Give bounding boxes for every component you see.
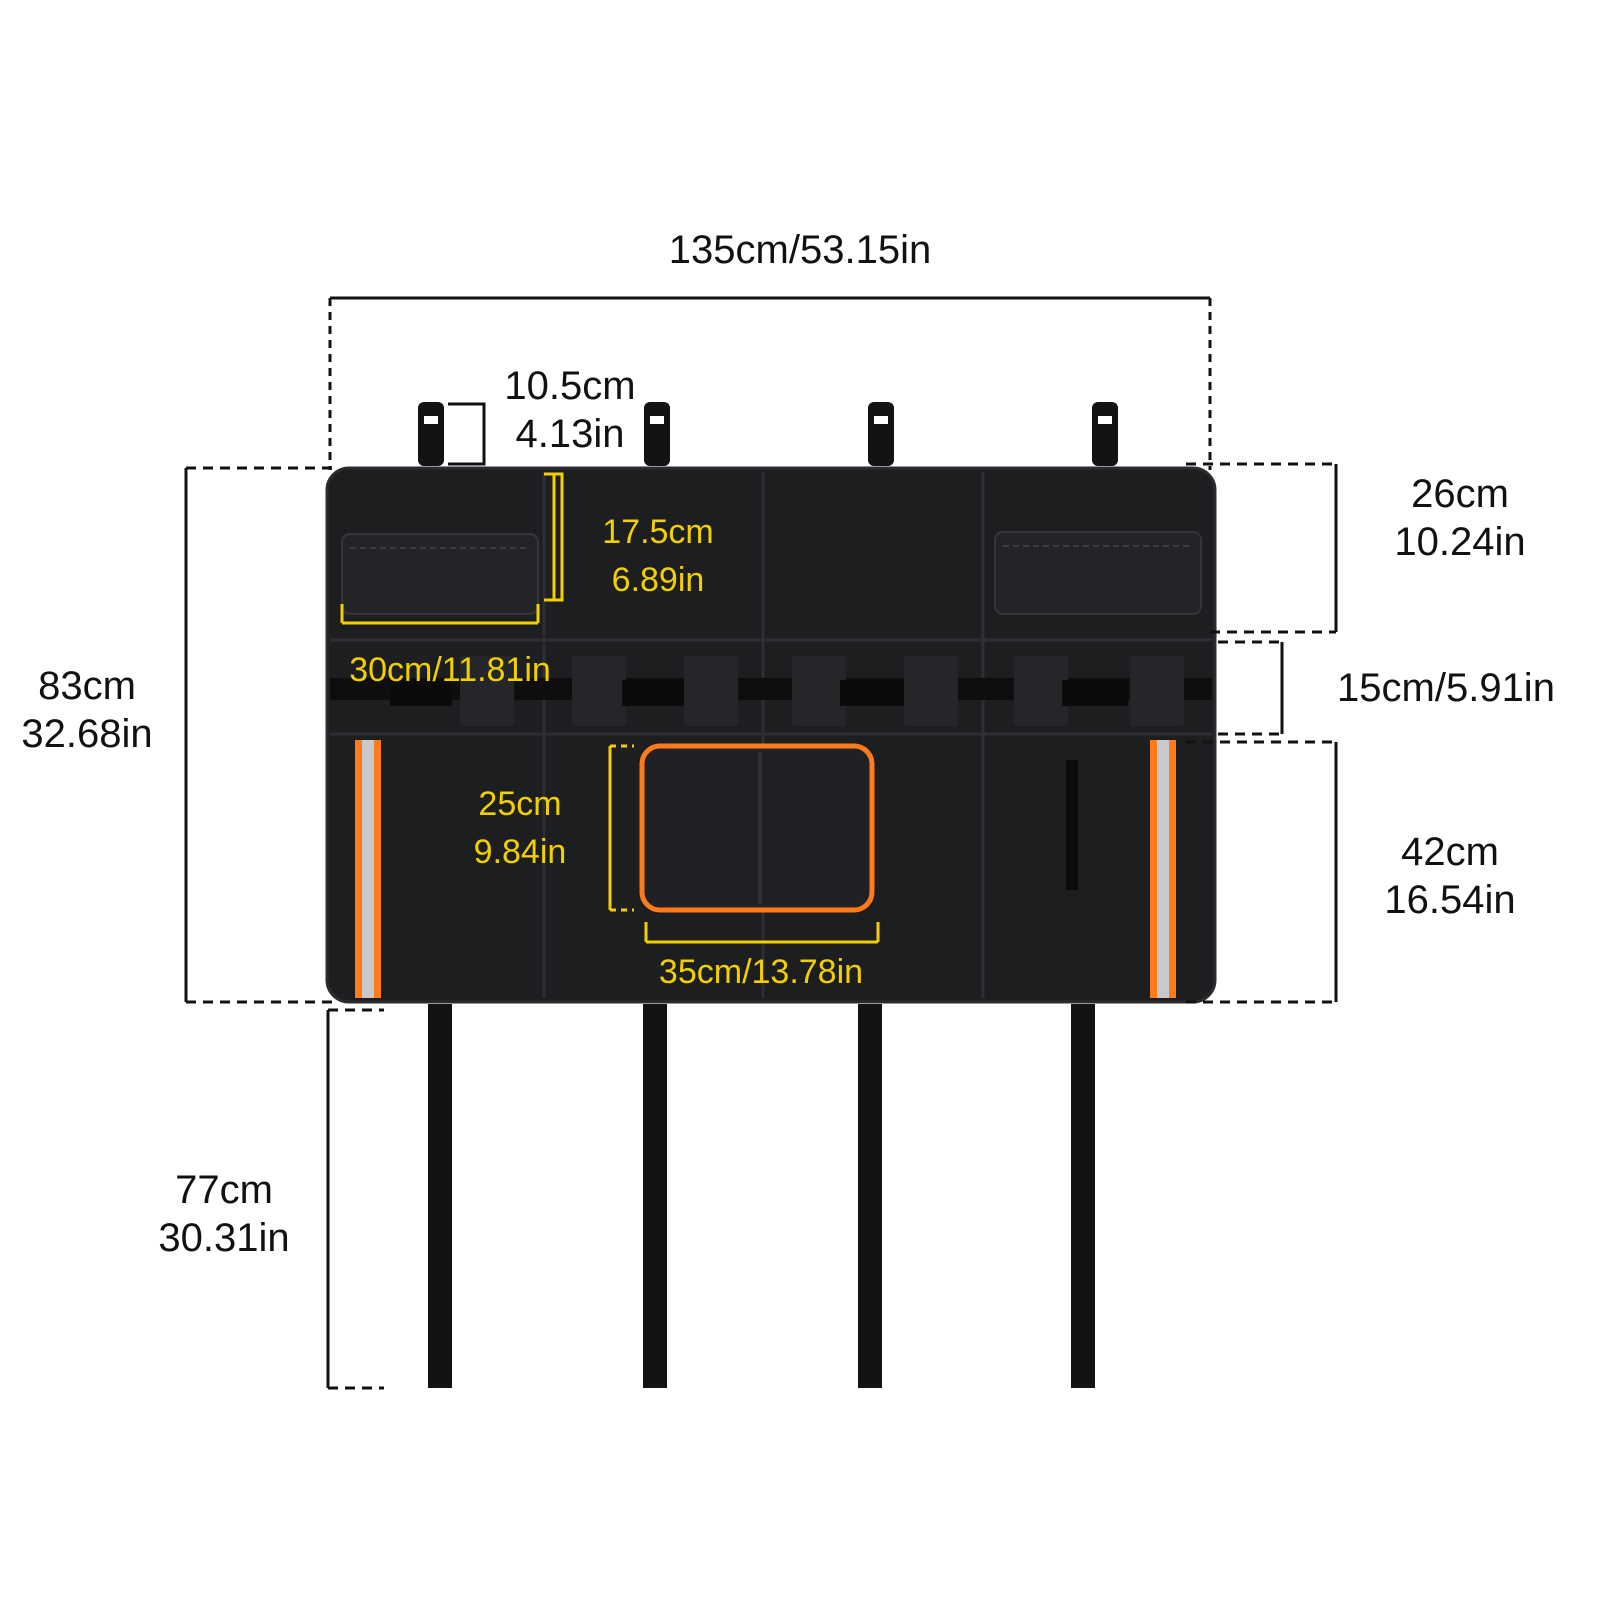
- total-width-label: 135cm/53.15in: [668, 228, 932, 272]
- foam-block: [904, 656, 958, 726]
- bottom-section-label: 42cm 16.54in: [1384, 830, 1516, 922]
- total-height-label: 83cm 32.68in: [21, 664, 153, 756]
- foam-block: [572, 656, 626, 726]
- buckle-strap-4: [1092, 402, 1118, 466]
- buckle-strap-3: [868, 402, 894, 466]
- center-pocket: [639, 743, 875, 913]
- top-pocket-height-label: 17.5cm 6.89in: [602, 513, 714, 599]
- top-section-label: 26cm 10.24in: [1394, 472, 1526, 564]
- center-pocket-height-label: 25cm 9.84in: [473, 785, 567, 871]
- loop-band-label: 15cm/5.91in: [1337, 666, 1555, 710]
- hanging-strap-2: [643, 1004, 667, 1388]
- foam-block: [684, 656, 738, 726]
- top-left-pocket: [341, 533, 539, 615]
- hanging-strap-1: [428, 1004, 452, 1388]
- top-pocket-width-label: 30cm/11.81in: [349, 651, 551, 689]
- top-buckle-straps: [418, 402, 1118, 466]
- dimension-lines-yellow: [340, 472, 880, 944]
- loop-band: [330, 656, 1212, 726]
- buckle-strap-label: 10.5cm 4.13in: [504, 364, 636, 456]
- foam-block: [1130, 656, 1184, 726]
- foam-block: [1014, 656, 1068, 726]
- reflective-stripe-left: [355, 740, 381, 998]
- top-right-pocket: [994, 531, 1202, 615]
- hanging-strap-4: [1071, 1004, 1095, 1388]
- reflective-stripe-right: [1150, 740, 1176, 998]
- foam-block: [792, 656, 846, 726]
- bottom-hanging-straps: [428, 1004, 1095, 1388]
- buckle-strap-2: [644, 402, 670, 466]
- hook-loop-strip: [1066, 760, 1078, 890]
- foam-block: [460, 656, 514, 726]
- dimension-lines: [184, 296, 1338, 1390]
- buckle-strap-1: [418, 402, 444, 466]
- center-pocket-width-label: 35cm/13.78in: [658, 953, 864, 991]
- hanging-strap-label: 77cm 30.31in: [158, 1168, 290, 1260]
- hanging-strap-3: [858, 1004, 882, 1388]
